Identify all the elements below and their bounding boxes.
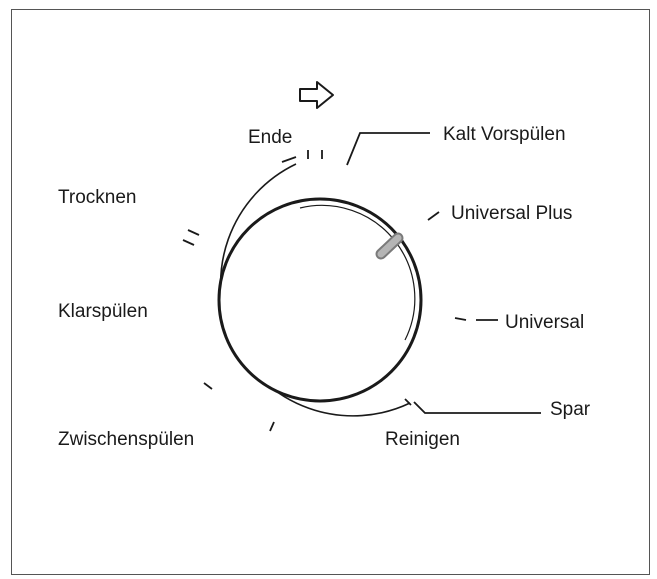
label-ende: Ende (248, 127, 293, 148)
label-spar: Spar (550, 399, 591, 420)
leader-lines (346, 132, 541, 414)
label-reinigen: Reinigen (385, 429, 460, 450)
label-klarspuelen: Klarspülen (58, 301, 148, 322)
leader-kalt-vorspuelen (346, 132, 430, 166)
leader-spar (413, 401, 541, 414)
label-universal-plus: Universal Plus (451, 203, 573, 224)
arc-tick-marks (182, 150, 412, 432)
dial-pointer-fill (377, 234, 402, 258)
tick-zwischenspuelen (269, 421, 275, 432)
arrow-right-outline-icon (299, 81, 334, 109)
label-trocknen: Trocknen (58, 187, 137, 208)
tick-trocknen-2 (187, 229, 200, 236)
leader-universal-plus (427, 211, 440, 221)
tick-reinigen (404, 398, 412, 406)
tick-klarspuelen (203, 382, 213, 390)
leader-universal-dash1 (454, 317, 467, 321)
tick-trocknen (182, 239, 195, 246)
label-kalt-vorspuelen: Kalt Vorspülen (443, 124, 566, 145)
label-universal: Universal (505, 312, 585, 333)
label-zwischenspuelen: Zwischenspülen (58, 429, 195, 450)
tick-ende (281, 156, 297, 163)
dial-knob[interactable] (217, 197, 423, 403)
